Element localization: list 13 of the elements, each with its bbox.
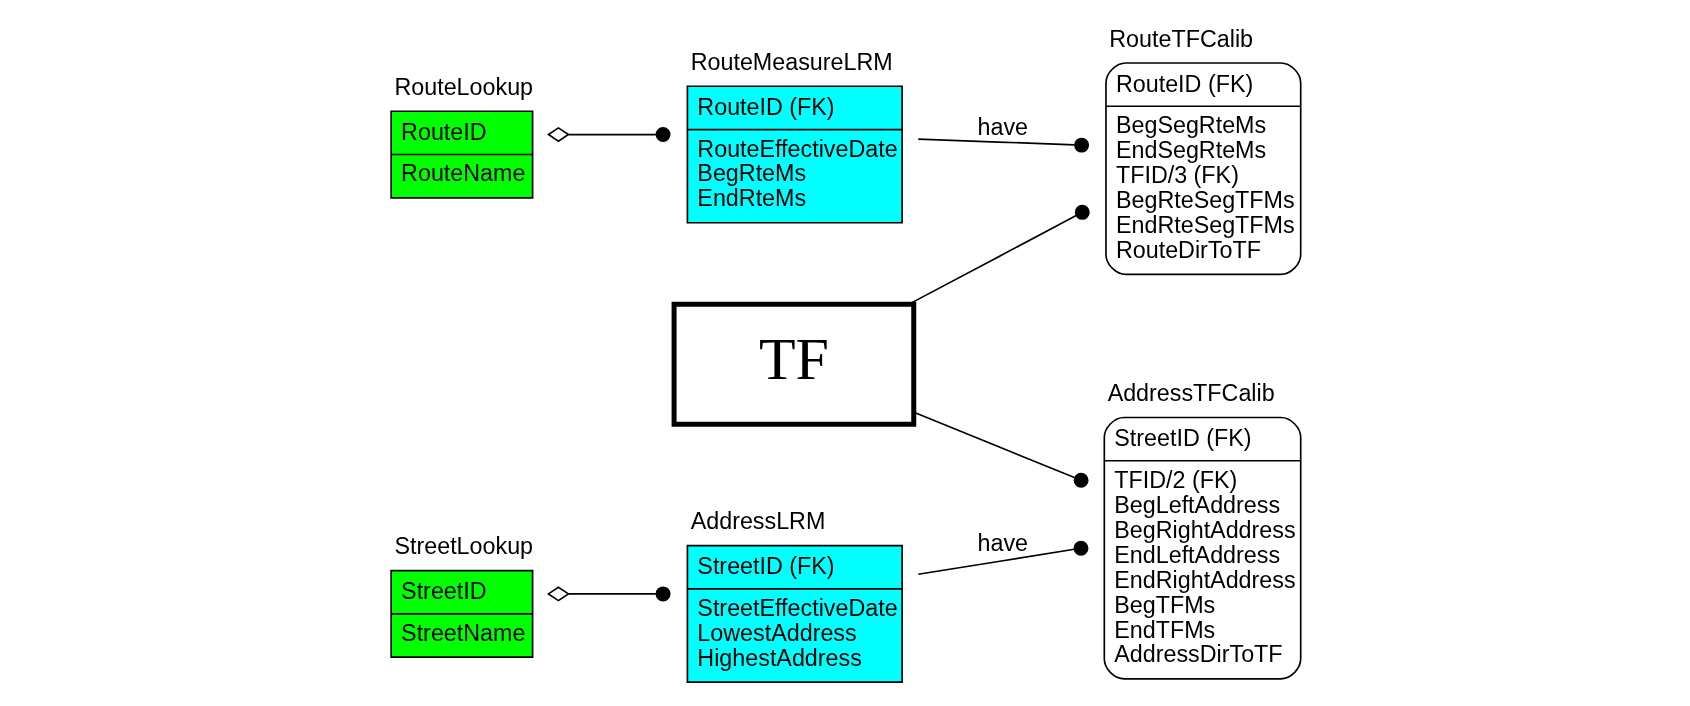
node-label: StreetLookup bbox=[393, 533, 533, 560]
edge-label: have bbox=[977, 113, 1028, 140]
connector bbox=[546, 126, 671, 143]
node-label: RouteMeasureLRM bbox=[690, 48, 893, 75]
node-label: AddressLRM bbox=[690, 508, 825, 535]
node-label: RouteLookup bbox=[393, 73, 533, 100]
node-label: RouteTFCalib bbox=[1108, 25, 1253, 52]
node-label: AddressTFCalib bbox=[1107, 380, 1275, 407]
connector bbox=[916, 540, 1088, 576]
connector bbox=[546, 586, 671, 602]
connector bbox=[916, 137, 1089, 153]
edge-label: have bbox=[977, 529, 1028, 556]
node-box: TF bbox=[671, 301, 916, 427]
